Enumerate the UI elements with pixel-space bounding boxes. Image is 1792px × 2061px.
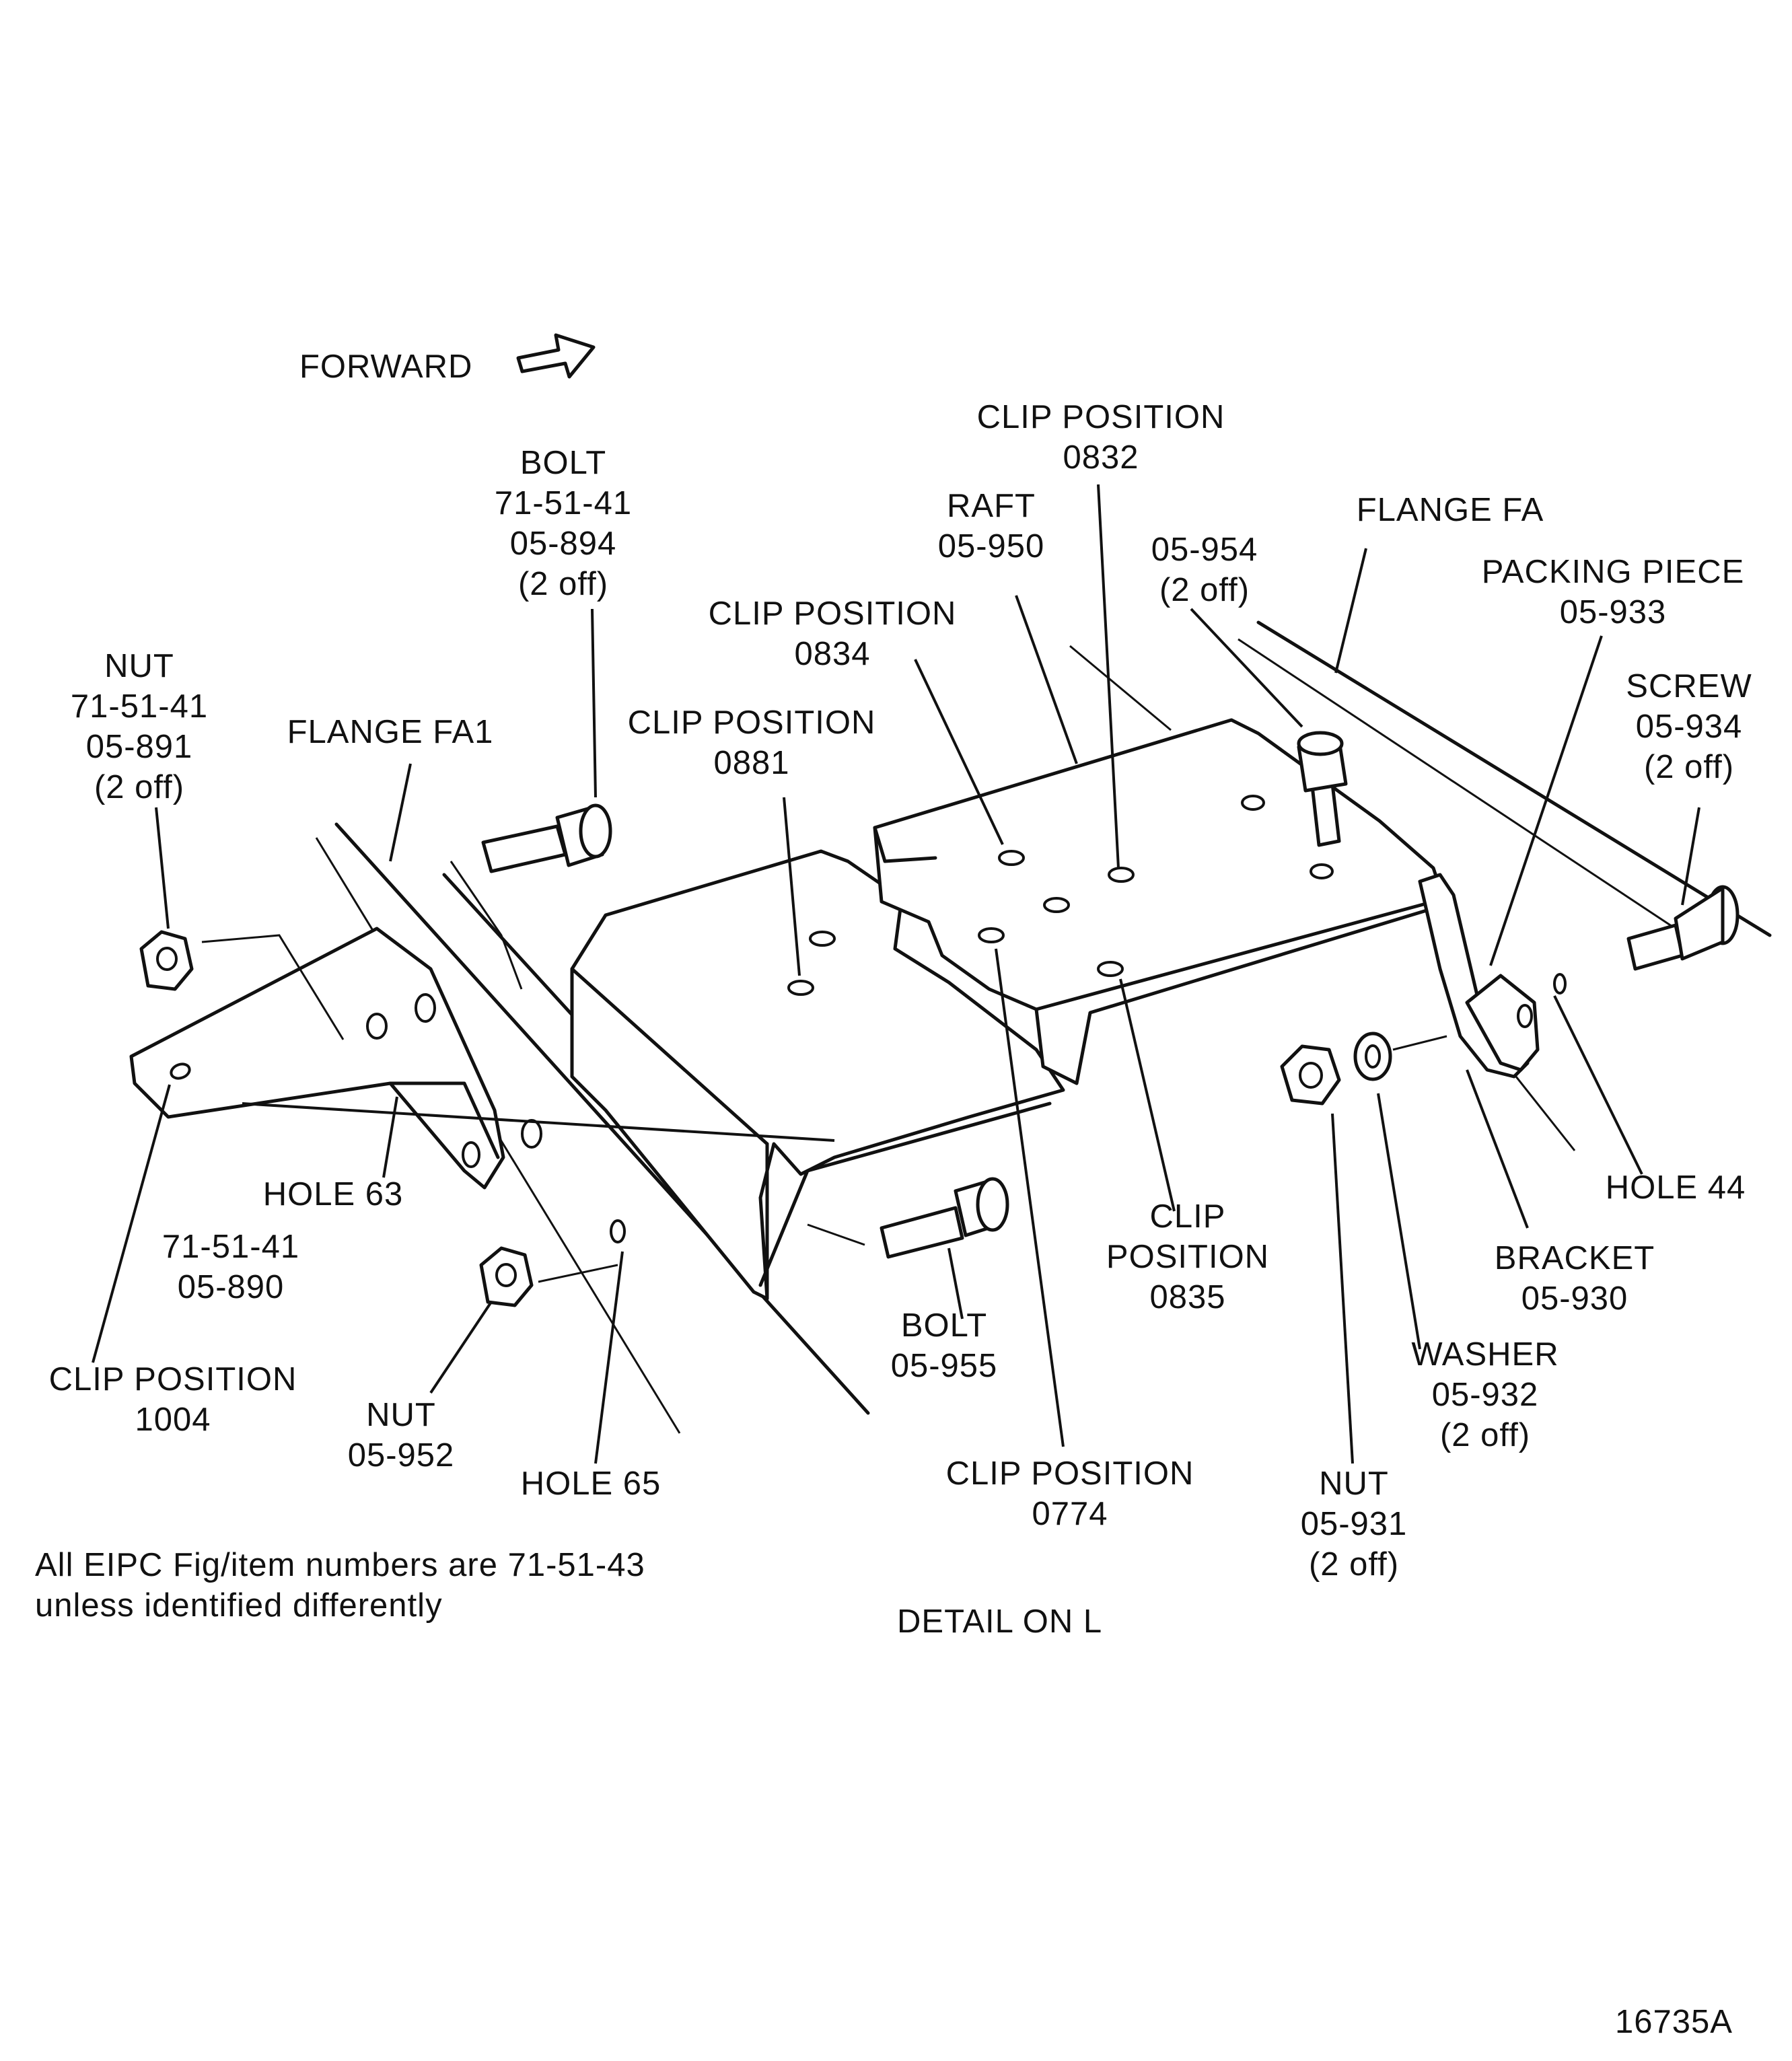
label-bolt-05-954: 05-954(2 off) xyxy=(1151,532,1258,608)
forward-arrow-icon xyxy=(516,333,596,379)
leader-lines xyxy=(92,484,1700,1464)
label-flange-fa1: FLANGE FA1 xyxy=(287,714,494,750)
bolt-05-894 xyxy=(481,803,612,873)
raft-05-950 xyxy=(570,718,1442,1301)
bracket-05-930 xyxy=(1418,873,1567,1079)
forward-label: FORWARD xyxy=(299,349,473,385)
label-flange-fa: FLANGE FA xyxy=(1356,492,1544,528)
bracket-05-890 xyxy=(129,927,505,1190)
nut-05-952 xyxy=(479,1246,534,1307)
bolt-05-954 xyxy=(1297,731,1348,847)
bolt-05-955 xyxy=(880,1177,1009,1259)
label-hole-63: HOLE 63 xyxy=(262,1176,404,1213)
nut-05-931 xyxy=(1280,1044,1341,1106)
label-hole-44: HOLE 44 xyxy=(1605,1169,1746,1206)
detail-caption: DETAIL ON L xyxy=(897,1603,1103,1640)
figure-number: 16735A xyxy=(1615,2004,1733,2040)
screw-05-934 xyxy=(1626,885,1740,971)
washer-05-932 xyxy=(1353,1032,1392,1081)
alignment-lines xyxy=(201,861,1447,1283)
nut-05-891 xyxy=(139,930,194,991)
label-hole-65: HOLE 65 xyxy=(520,1466,661,1502)
